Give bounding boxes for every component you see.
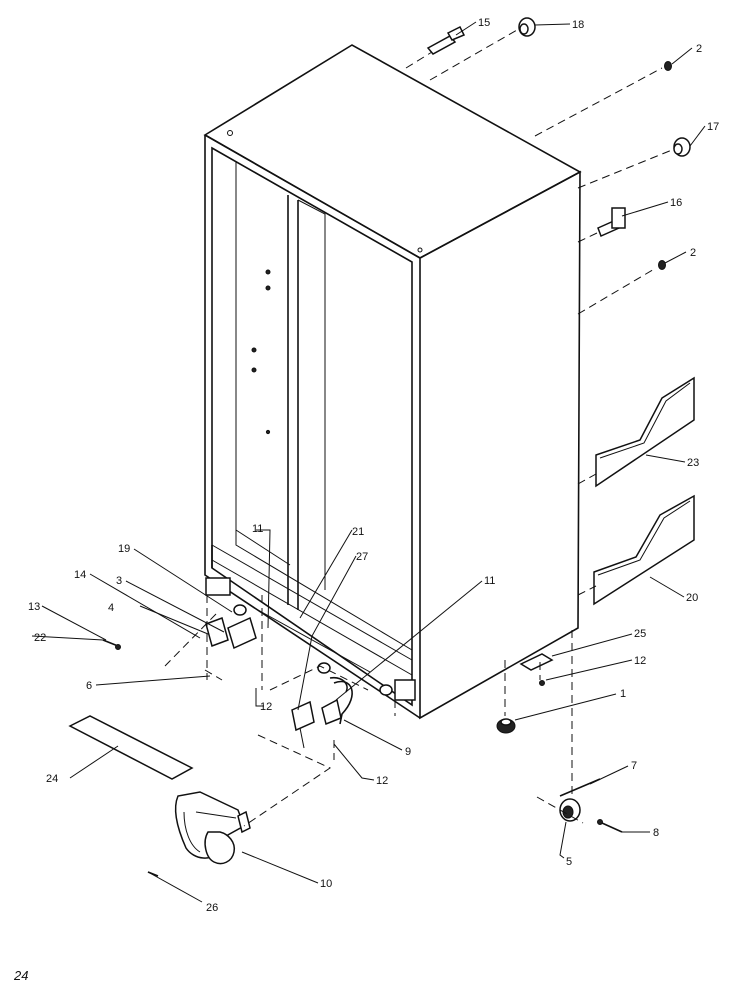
assembly-lines: [164, 29, 673, 827]
part-12-screw-right: [539, 680, 545, 686]
callout-3: 3: [116, 575, 122, 587]
part-10-glide-assembly: [174, 791, 251, 865]
part-7-axle: [559, 778, 601, 797]
callout-12-center: 12: [376, 775, 388, 787]
callout-17: 17: [707, 121, 719, 133]
part-9-link: [329, 676, 353, 725]
callout-25: 25: [634, 628, 646, 640]
part-27-bracket: [291, 700, 315, 749]
page-number: 24: [13, 968, 28, 983]
callout-21: 21: [352, 526, 364, 538]
part-2-screw-upper: [664, 61, 672, 71]
part-25-bracket: [519, 653, 554, 671]
callout-1: 1: [620, 688, 626, 700]
callout-9: 9: [405, 746, 411, 758]
callout-5: 5: [566, 856, 572, 868]
callout-13: 13: [28, 601, 40, 613]
callout-20: 20: [686, 592, 698, 604]
callout-22: 22: [34, 632, 46, 644]
callout-4: 4: [108, 602, 114, 614]
callout-10: 10: [320, 878, 332, 890]
part-5-roller: [559, 798, 581, 822]
leader-lines: [31, 21, 706, 903]
callout-2-lower: 2: [690, 247, 696, 259]
callout-11-left: 11: [252, 523, 263, 535]
callout-11-right: 11: [484, 575, 495, 587]
part-8-screw: [597, 819, 623, 833]
callout-labels: 15 18 2 17 16 2 23 20 25 12 1 7 8 5 9 12…: [28, 17, 719, 914]
part-11-bracket-center: [321, 698, 342, 726]
callout-16: 16: [670, 197, 682, 209]
callout-23: 23: [687, 457, 699, 469]
part-1-leveler: [496, 718, 516, 734]
callout-7: 7: [631, 760, 637, 772]
part-18-cap: [518, 17, 536, 37]
part-2-screw-lower: [658, 260, 666, 270]
part-20-shield: [593, 494, 695, 606]
callout-15: 15: [478, 17, 490, 29]
part-22-screw: [102, 639, 121, 650]
part-15-bushing: [426, 25, 466, 55]
part-17-cap: [673, 137, 691, 157]
part-16-hinge-pin: [597, 207, 626, 238]
callout-18: 18: [572, 19, 584, 31]
callout-19: 19: [118, 543, 130, 555]
callout-27: 27: [356, 551, 368, 563]
refrigerator-cabinet: [203, 44, 582, 720]
callout-12-left: 12: [260, 701, 272, 713]
callout-24: 24: [46, 773, 58, 785]
callout-2-upper: 2: [696, 43, 702, 55]
callout-8: 8: [653, 827, 659, 839]
part-23-shield: [595, 376, 695, 488]
part-24-pad: [68, 715, 194, 780]
callout-12-right: 12: [634, 655, 646, 667]
callout-6: 6: [86, 680, 92, 692]
callout-26: 26: [206, 902, 218, 914]
callout-14: 14: [74, 569, 86, 581]
